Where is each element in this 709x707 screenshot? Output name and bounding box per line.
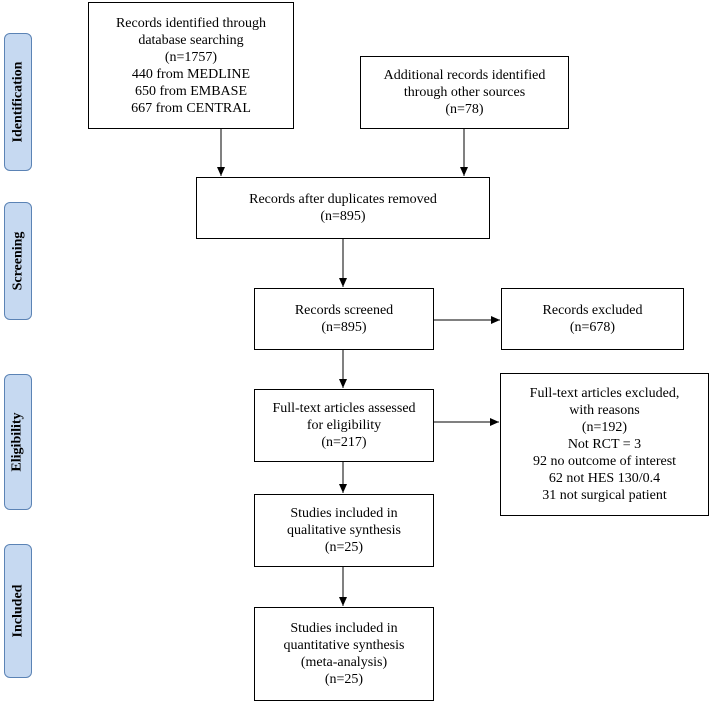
box-line: Not RCT = 3	[567, 437, 642, 452]
box-line: through other sources	[403, 85, 526, 100]
stage-included: Included	[4, 544, 32, 678]
box-line: Additional records identified	[383, 68, 546, 83]
box-line: quantitative synthesis	[283, 638, 405, 653]
box-line: Studies included in	[290, 506, 398, 521]
box-records-excluded: Records excluded (n=678)	[501, 288, 684, 350]
box-line: (n=678)	[569, 320, 616, 335]
stage-screening: Screening	[4, 202, 32, 320]
box-records-screened: Records screened (n=895)	[254, 288, 434, 350]
box-line: database searching	[138, 32, 244, 48]
box-line: Records screened	[294, 303, 394, 318]
box-line: (n=217)	[321, 435, 367, 450]
box-line: 92 no outcome of interest	[532, 454, 677, 469]
box-fulltext-assessed: Full-text articles assessed for eligibil…	[254, 389, 434, 462]
box-line: (n=78)	[445, 102, 484, 117]
box-fulltext-excluded: Full-text articles excluded, with reason…	[500, 373, 709, 516]
box-line: Full-text articles excluded,	[529, 386, 680, 401]
stage-identification: Identification	[4, 33, 32, 171]
box-other-sources: Additional records identified through ot…	[360, 56, 569, 129]
box-line: (n=1757)	[164, 49, 218, 65]
box-line: Records excluded	[542, 303, 643, 318]
box-line: (n=25)	[324, 672, 364, 687]
box-line: 31 not surgical patient	[542, 488, 667, 503]
box-line: qualitative synthesis	[287, 523, 401, 538]
box-line: Records identified through	[115, 15, 267, 31]
box-line: (meta-analysis)	[300, 655, 388, 670]
box-line: (n=192)	[581, 420, 628, 435]
box-line: (n=895)	[321, 320, 367, 335]
stage-eligibility: Eligibility	[4, 374, 32, 510]
box-line: Records after duplicates removed	[249, 192, 437, 207]
box-line: (n=25)	[324, 540, 364, 555]
box-line: Full-text articles assessed	[272, 401, 416, 416]
box-line: 650 from EMBASE	[135, 83, 247, 99]
box-line: 62 not HES 130/0.4	[548, 471, 661, 486]
box-qualitative-synthesis: Studies included in qualitative synthesi…	[254, 494, 434, 567]
box-quantitative-synthesis: Studies included in quantitative synthes…	[254, 607, 434, 701]
box-duplicates-removed: Records after duplicates removed (n=895)	[196, 177, 490, 239]
box-line: 667 from CENTRAL	[131, 100, 251, 116]
box-line: 440 from MEDLINE	[131, 66, 251, 82]
box-line: for eligibility	[306, 418, 382, 433]
box-line: (n=895)	[320, 209, 366, 224]
box-line: with reasons	[569, 403, 640, 418]
box-line: Studies included in	[290, 621, 398, 636]
box-database-search: Records identified through database sear…	[88, 2, 294, 129]
